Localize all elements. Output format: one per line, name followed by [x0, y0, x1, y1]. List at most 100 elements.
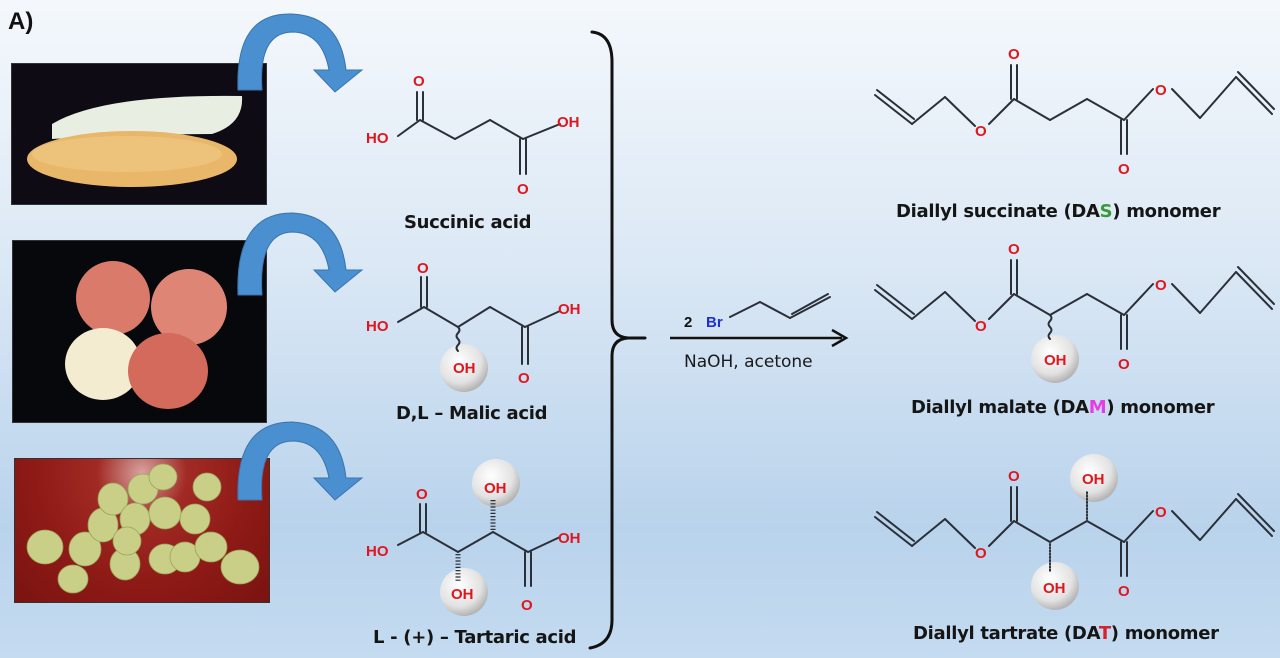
- bond: [1235, 498, 1273, 537]
- grape: [112, 526, 142, 556]
- bond: [911, 291, 946, 320]
- bond: [1171, 510, 1201, 541]
- bond: [1123, 88, 1154, 121]
- bond: [944, 518, 976, 549]
- bond: [1013, 293, 1051, 316]
- bond: [1171, 88, 1201, 119]
- apple-half: [65, 328, 141, 400]
- das-monomer-label: Diallyl succinate (DAS) monomer: [896, 201, 1221, 222]
- curved-arrow-2: [237, 212, 364, 296]
- succinic-acid-structure: HO O OH O: [366, 73, 580, 198]
- reaction-conditions: NaOH, acetone: [684, 352, 813, 372]
- bond: [1049, 98, 1088, 121]
- corn-kernels: [32, 136, 222, 172]
- bond: [911, 96, 946, 125]
- grape: [97, 482, 129, 516]
- product-name-suffix: ) monomer: [1110, 623, 1219, 644]
- curved-arrow-1: [237, 13, 364, 93]
- bond: [1013, 98, 1051, 121]
- atom-label: O: [1118, 161, 1130, 178]
- bond: [876, 284, 915, 315]
- product-name-suffix: ) monomer: [1106, 397, 1215, 418]
- highlight-sphere: [472, 459, 520, 507]
- atom-label: O: [1118, 356, 1130, 373]
- bond: [876, 89, 915, 120]
- atom-label: O: [1118, 583, 1130, 600]
- bond: [1049, 293, 1088, 316]
- bond: [1049, 520, 1088, 543]
- bond: [1086, 293, 1125, 316]
- apple-photo: [12, 240, 267, 423]
- atom-label: O: [517, 181, 529, 198]
- atom-label: O: [975, 318, 987, 335]
- tartaric-acid-label: L - (+) – Tartaric acid: [373, 627, 577, 648]
- succinic-acid-label: Succinic acid: [404, 212, 532, 233]
- atom-label: O: [1155, 82, 1167, 99]
- grape: [148, 463, 178, 491]
- atom-label: OH: [451, 586, 474, 603]
- bond: [944, 96, 976, 127]
- bond: [1199, 271, 1237, 314]
- bond: [1123, 283, 1154, 316]
- dam-monomer-label: Diallyl malate (DAM) monomer: [911, 397, 1215, 418]
- bond: [1235, 271, 1273, 310]
- atom-label: OH: [484, 480, 507, 497]
- malic-acid-label: D,L – Malic acid: [396, 403, 548, 424]
- atom-label: OH: [558, 301, 581, 318]
- atom-label: O: [1155, 504, 1167, 521]
- atom-label: O: [518, 370, 530, 387]
- bond: [874, 94, 913, 125]
- grape: [179, 503, 211, 535]
- atom-label: OH: [1082, 471, 1105, 488]
- atom-label: O: [975, 545, 987, 562]
- grape: [57, 564, 89, 594]
- bond: [1123, 510, 1154, 543]
- apple-2: [151, 269, 227, 345]
- atom-label: O: [417, 260, 429, 277]
- atom-label: O: [1008, 46, 1020, 63]
- bond: [1237, 266, 1275, 305]
- allyl-bromide-structure: 2 Br: [684, 293, 831, 331]
- bond: [1199, 498, 1237, 541]
- corn-photo: [11, 63, 267, 205]
- bond: [988, 293, 1015, 320]
- bond: [1235, 76, 1273, 115]
- bond: [944, 291, 976, 322]
- corn-illustration: [27, 95, 243, 187]
- atom-label: OH: [557, 114, 580, 131]
- grape: [26, 529, 64, 565]
- product-accent: T: [1098, 623, 1111, 644]
- grape: [194, 531, 228, 563]
- product-name-prefix: Diallyl succinate (DA: [896, 201, 1100, 222]
- product-name-suffix: ) monomer: [1112, 201, 1221, 222]
- atom-label: OH: [1044, 352, 1067, 369]
- atom-label: HO: [366, 543, 389, 560]
- atom-label: O: [416, 486, 428, 503]
- highlight-sphere: [1070, 454, 1118, 502]
- tartaric-acid-structure: HO O OH O OH OH: [366, 459, 581, 616]
- malic-acid-structure: HO O OH O OH: [366, 260, 581, 392]
- apple-3: [128, 333, 208, 409]
- atom-label: O: [1008, 241, 1020, 258]
- product-name-prefix: Diallyl tartrate (DA: [913, 623, 1099, 644]
- grape: [220, 549, 260, 585]
- atom-label: O: [975, 123, 987, 140]
- product-accent: M: [1088, 397, 1107, 418]
- highlight-sphere: [440, 568, 488, 616]
- product-accent: S: [1099, 201, 1113, 222]
- reaction-arrow: [670, 328, 849, 348]
- atom-label: OH: [1043, 580, 1066, 597]
- reagent-coefficient: 2: [684, 314, 692, 331]
- bromine-label: Br: [706, 314, 723, 331]
- grape-photo: [14, 458, 270, 603]
- atom-label: HO: [366, 318, 389, 335]
- atom-label: OH: [558, 530, 581, 547]
- grape: [192, 472, 222, 502]
- apple-illustration: [65, 261, 227, 409]
- atom-label: O: [1155, 277, 1167, 294]
- bond: [1237, 71, 1275, 110]
- curved-arrow-3: [237, 421, 364, 501]
- dat-monomer-label: Diallyl tartrate (DAT) monomer: [913, 623, 1219, 644]
- highlight-sphere: [440, 344, 488, 392]
